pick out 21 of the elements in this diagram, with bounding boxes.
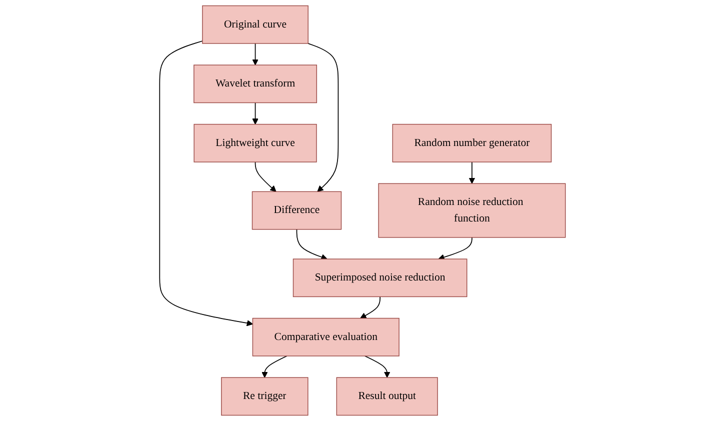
arrow — [254, 162, 276, 192]
node-box: Wavelet transform — [194, 64, 318, 104]
arrow — [308, 43, 339, 192]
node-box: Comparative evaluation — [252, 318, 400, 356]
arrow — [252, 102, 258, 125]
node-box: Result output — [336, 377, 438, 416]
node-box: Re trigger — [221, 377, 308, 416]
node-box: Difference — [252, 191, 342, 230]
arrow — [364, 356, 390, 378]
node-box: Superimposed noise reduction — [292, 258, 468, 298]
node-box: Random number generator — [392, 124, 552, 162]
arrow — [468, 162, 476, 184]
arrow — [252, 43, 258, 66]
arrow — [360, 296, 380, 319]
arrow — [296, 228, 328, 260]
node-box: Random noise reduction function — [378, 183, 566, 238]
arrow — [438, 237, 472, 260]
arrow — [159, 40, 253, 326]
arrow — [262, 356, 288, 378]
node-box: Lightweight curve — [194, 124, 317, 162]
node-box: Original curve — [202, 5, 308, 44]
